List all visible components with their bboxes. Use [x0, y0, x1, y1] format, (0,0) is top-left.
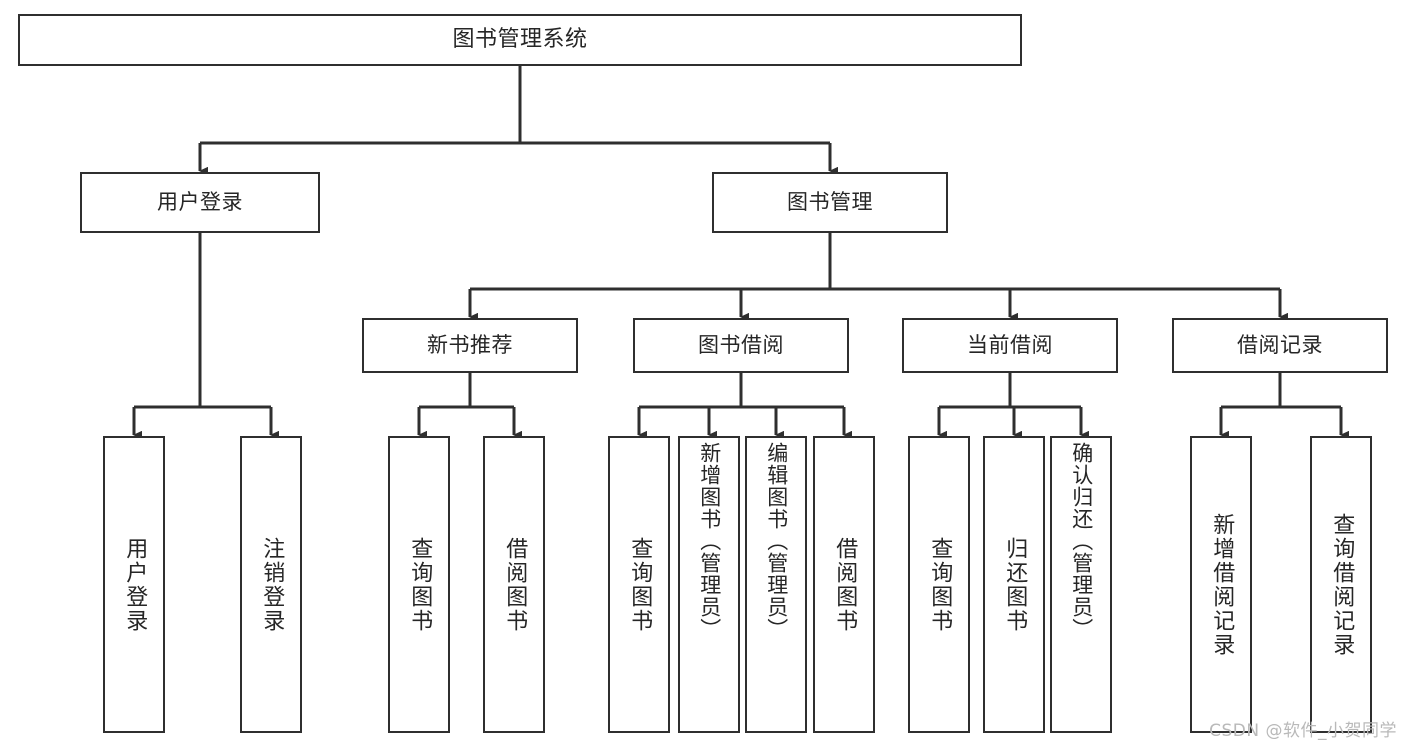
node-leaf-br-add-record[interactable]: 新增借阅记录 [1190, 436, 1252, 733]
node-leaf-rec-borrow-book-label: 借阅图书 [502, 536, 528, 633]
node-leaf-br-add-record-label: 新增借阅记录 [1209, 512, 1235, 657]
node-book-management-label: 图书管理 [787, 189, 873, 214]
node-book-management[interactable]: 图书管理 [712, 172, 948, 233]
node-leaf-user-logout-label: 注销登录 [259, 536, 285, 633]
node-leaf-user-login[interactable]: 用户登录 [103, 436, 165, 733]
node-leaf-user-logout[interactable]: 注销登录 [240, 436, 302, 733]
node-leaf-user-login-label: 用户登录 [122, 536, 148, 633]
node-borrowing-record[interactable]: 借阅记录 [1172, 318, 1388, 373]
node-leaf-bb-query-book-label: 查询图书 [627, 536, 653, 633]
vertical-text-wrap: 查询图书 [910, 438, 968, 731]
node-current-borrowing[interactable]: 当前借阅 [902, 318, 1118, 373]
node-root-label: 图书管理系统 [452, 26, 588, 52]
vertical-text-wrap: 借阅图书 [485, 438, 543, 731]
node-leaf-cb-return-book[interactable]: 归还图书 [983, 436, 1045, 733]
node-leaf-cb-confirm-return[interactable]: 确认归还（管理员） [1050, 436, 1112, 733]
vertical-text-wrap: 借阅图书 [815, 438, 873, 731]
node-leaf-br-query-record[interactable]: 查询借阅记录 [1310, 436, 1372, 733]
node-leaf-rec-borrow-book[interactable]: 借阅图书 [483, 436, 545, 733]
vertical-text-wrap: 新增图书（管理员） [680, 438, 738, 731]
node-leaf-cb-query-book-label: 查询图书 [927, 536, 953, 633]
vertical-text-wrap: 确认归还（管理员） [1052, 438, 1110, 731]
node-book-borrowing[interactable]: 图书借阅 [633, 318, 849, 373]
node-book-borrowing-label: 图书借阅 [698, 332, 784, 357]
node-leaf-bb-edit-book-label: 编辑图书（管理员） [764, 442, 789, 640]
vertical-text-wrap: 查询图书 [390, 438, 448, 731]
node-new-book-recommendation[interactable]: 新书推荐 [362, 318, 578, 373]
node-root[interactable]: 图书管理系统 [18, 14, 1022, 66]
node-leaf-bb-add-book[interactable]: 新增图书（管理员） [678, 436, 740, 733]
node-leaf-rec-query-book-label: 查询图书 [407, 536, 433, 633]
csdn-watermark: CSDN @软件_小贺同学 [1209, 721, 1397, 741]
vertical-text-wrap: 用户登录 [105, 438, 163, 731]
node-current-borrowing-label: 当前借阅 [967, 332, 1053, 357]
vertical-text-wrap: 查询借阅记录 [1312, 438, 1370, 731]
node-leaf-br-query-record-label: 查询借阅记录 [1329, 512, 1355, 657]
vertical-text-wrap: 新增借阅记录 [1192, 438, 1250, 731]
node-leaf-rec-query-book[interactable]: 查询图书 [388, 436, 450, 733]
vertical-text-wrap: 归还图书 [985, 438, 1043, 731]
node-leaf-bb-edit-book[interactable]: 编辑图书（管理员） [745, 436, 807, 733]
vertical-text-wrap: 编辑图书（管理员） [747, 438, 805, 731]
node-leaf-cb-return-book-label: 归还图书 [1002, 536, 1028, 633]
node-leaf-bb-borrow-book-label: 借阅图书 [832, 536, 858, 633]
node-leaf-cb-query-book[interactable]: 查询图书 [908, 436, 970, 733]
node-new-book-recommendation-label: 新书推荐 [427, 332, 513, 357]
vertical-text-wrap: 查询图书 [610, 438, 668, 731]
node-user-login-label: 用户登录 [157, 189, 243, 214]
node-leaf-bb-add-book-label: 新增图书（管理员） [697, 442, 722, 640]
node-leaf-bb-query-book[interactable]: 查询图书 [608, 436, 670, 733]
node-user-login[interactable]: 用户登录 [80, 172, 320, 233]
node-borrowing-record-label: 借阅记录 [1237, 332, 1323, 357]
node-leaf-cb-confirm-return-label: 确认归还（管理员） [1069, 442, 1094, 640]
vertical-text-wrap: 注销登录 [242, 438, 300, 731]
node-leaf-bb-borrow-book[interactable]: 借阅图书 [813, 436, 875, 733]
